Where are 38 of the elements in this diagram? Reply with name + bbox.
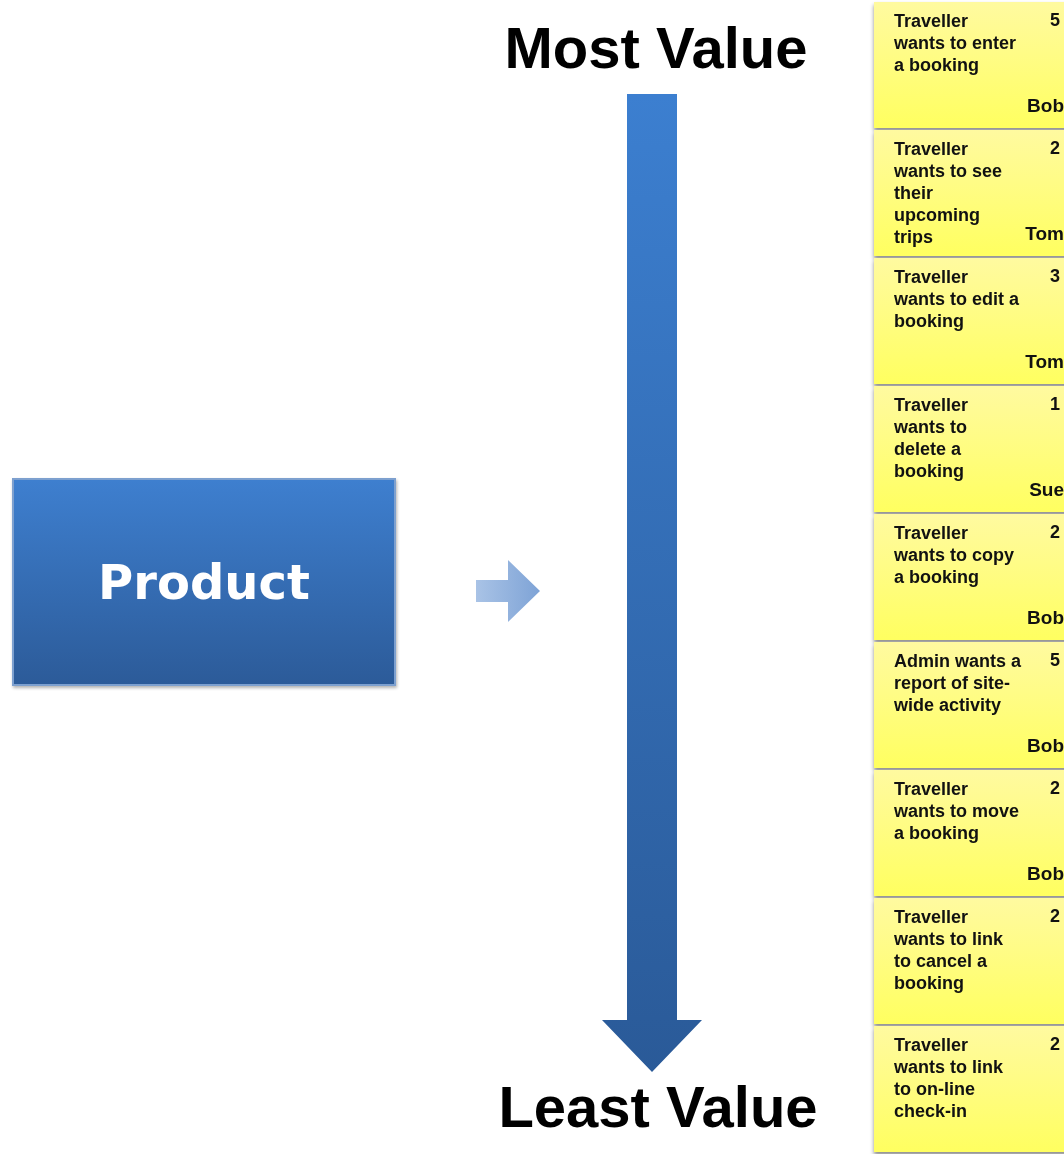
owner-name: Bob [1027, 95, 1064, 117]
owner-name: Bob [1027, 735, 1064, 757]
story-points: 1 [1050, 394, 1060, 415]
sticky-note [874, 2, 1064, 128]
story-points: 2 [1050, 906, 1060, 927]
story-points: 2 [1050, 778, 1060, 799]
sticky-note [874, 386, 1064, 512]
story-text: Traveller wants to edit a booking [894, 266, 1020, 332]
story-points: 2 [1050, 138, 1060, 159]
owner-name: Sue [1029, 479, 1064, 501]
sticky-note [874, 898, 1064, 1024]
sticky-note [874, 770, 1064, 896]
sticky-note [874, 258, 1064, 384]
story-text: Traveller wants to link to cancel a booking [894, 906, 1004, 994]
story-text: Admin wants a report of site-wide activity [894, 650, 1022, 716]
product-box [12, 478, 396, 686]
box-label: Product [98, 554, 310, 610]
story-text: Traveller wants to see their upcoming trips [894, 138, 1004, 248]
sticky-note [874, 514, 1064, 640]
story-text: Traveller wants to move a booking [894, 778, 1021, 844]
owner-name: Bob [1027, 863, 1064, 885]
story-text: Traveller wants to enter a booking [894, 10, 1018, 76]
story-text: Traveller wants to copy a booking [894, 522, 1015, 588]
story-points: 2 [1050, 522, 1060, 543]
scale-label: Most Value [504, 14, 808, 81]
story-text: Traveller wants to link to on-line check-in [894, 1034, 1004, 1122]
owner-name: Tom [1025, 351, 1064, 373]
story-points: 5 [1050, 10, 1060, 31]
sticky-note [874, 642, 1064, 768]
story-text: Traveller wants to delete a booking [894, 394, 970, 482]
story-points: 2 [1050, 1034, 1060, 1055]
sticky-note [874, 1026, 1064, 1152]
owner-name: Tom [1025, 223, 1064, 245]
story-points: 5 [1050, 650, 1060, 671]
sticky-note [874, 130, 1064, 256]
owner-name: Bob [1027, 607, 1064, 629]
scale-label: Least Value [498, 1073, 818, 1140]
story-points: 3 [1050, 266, 1060, 287]
